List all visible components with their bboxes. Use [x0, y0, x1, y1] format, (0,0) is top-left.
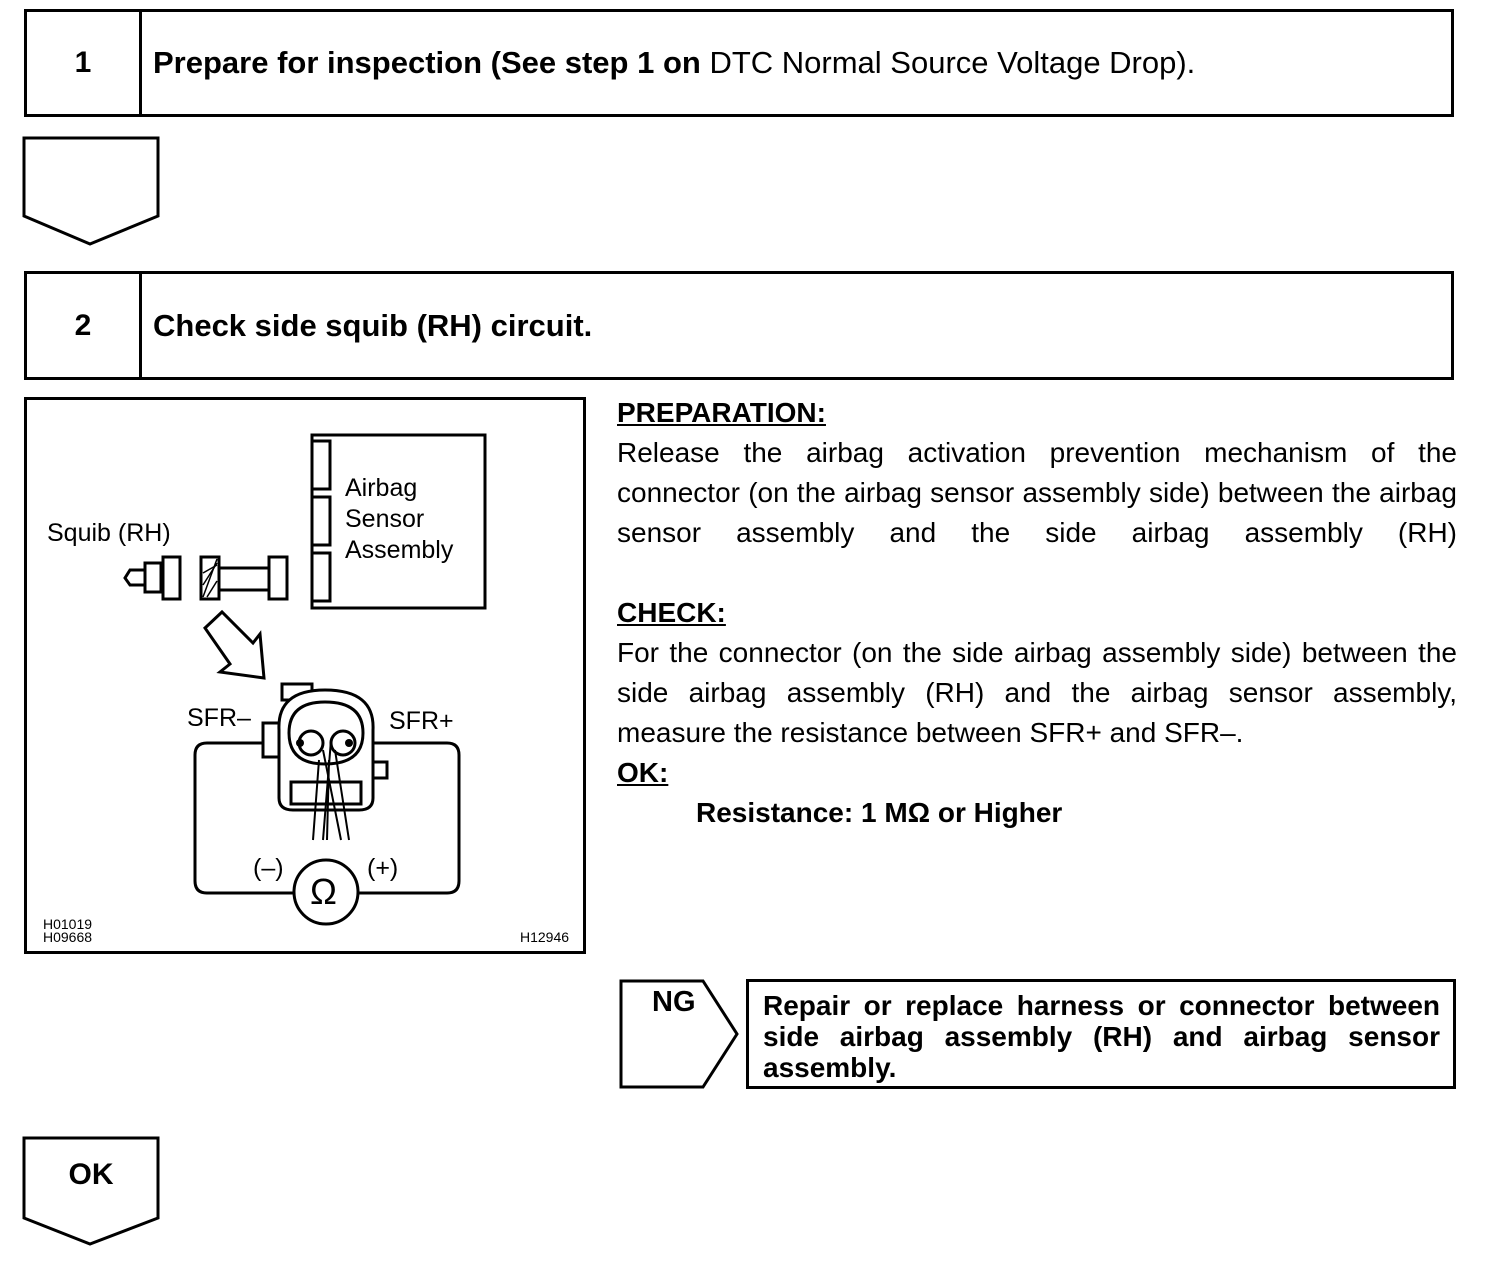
preparation-text: Release the airbag activation prevention… [617, 437, 1457, 548]
check-text: For the connector (on the side airbag as… [617, 637, 1457, 748]
squib-label: Squib (RH) [47, 519, 171, 547]
circuit-diagram: Squib (RH) Airbag Sensor Assembly SFR– S… [24, 397, 586, 954]
positive-terminal-label: (+) [367, 854, 399, 882]
ng-action-box: Repair or replace harness or connector b… [746, 979, 1456, 1089]
flow-arrow-down [22, 136, 162, 248]
sfr-minus-label: SFR– [187, 704, 251, 732]
step-title-normal: DTC Normal Source Voltage Drop). [709, 45, 1196, 80]
figure-code: H09668 [43, 929, 93, 945]
step-title-bold: Prepare for inspection (See step 1 on [153, 45, 701, 80]
sensor-label-line-1: Airbag [345, 474, 418, 502]
preparation-heading: PREPARATION: [617, 397, 826, 428]
ng-arrow [619, 979, 741, 1096]
step-2-box: 2 Check side squib (RH) circuit. [24, 271, 1454, 380]
ohm-symbol: Ω [310, 871, 337, 912]
sfr-plus-label: SFR+ [389, 707, 454, 735]
ok-label: OK [68, 1158, 114, 1191]
ok-spec: Resistance: 1 MΩ or Higher [696, 797, 1063, 828]
ng-label: NG [652, 986, 696, 1018]
step-title: Prepare for inspection (See step 1 on DT… [153, 12, 1195, 114]
instructions: PREPARATION: Release the airbag activati… [617, 393, 1457, 833]
figure-code: H01019 [43, 916, 93, 932]
sensor-label-line-2: Sensor [345, 505, 425, 533]
ok-heading: OK: [617, 757, 669, 788]
figure-code: H12946 [520, 929, 570, 945]
step-number: 1 [27, 12, 142, 114]
check-heading: CHECK: [617, 597, 726, 628]
step-number: 2 [27, 274, 142, 377]
step-1-box: 1 Prepare for inspection (See step 1 on … [24, 9, 1454, 117]
ok-arrow: OK [22, 1136, 162, 1248]
circuit-drawing [123, 433, 487, 926]
step-title: Check side squib (RH) circuit. [153, 307, 593, 343]
negative-terminal-label: (–) [253, 854, 284, 882]
sensor-label-line-3: Assembly [345, 536, 454, 564]
